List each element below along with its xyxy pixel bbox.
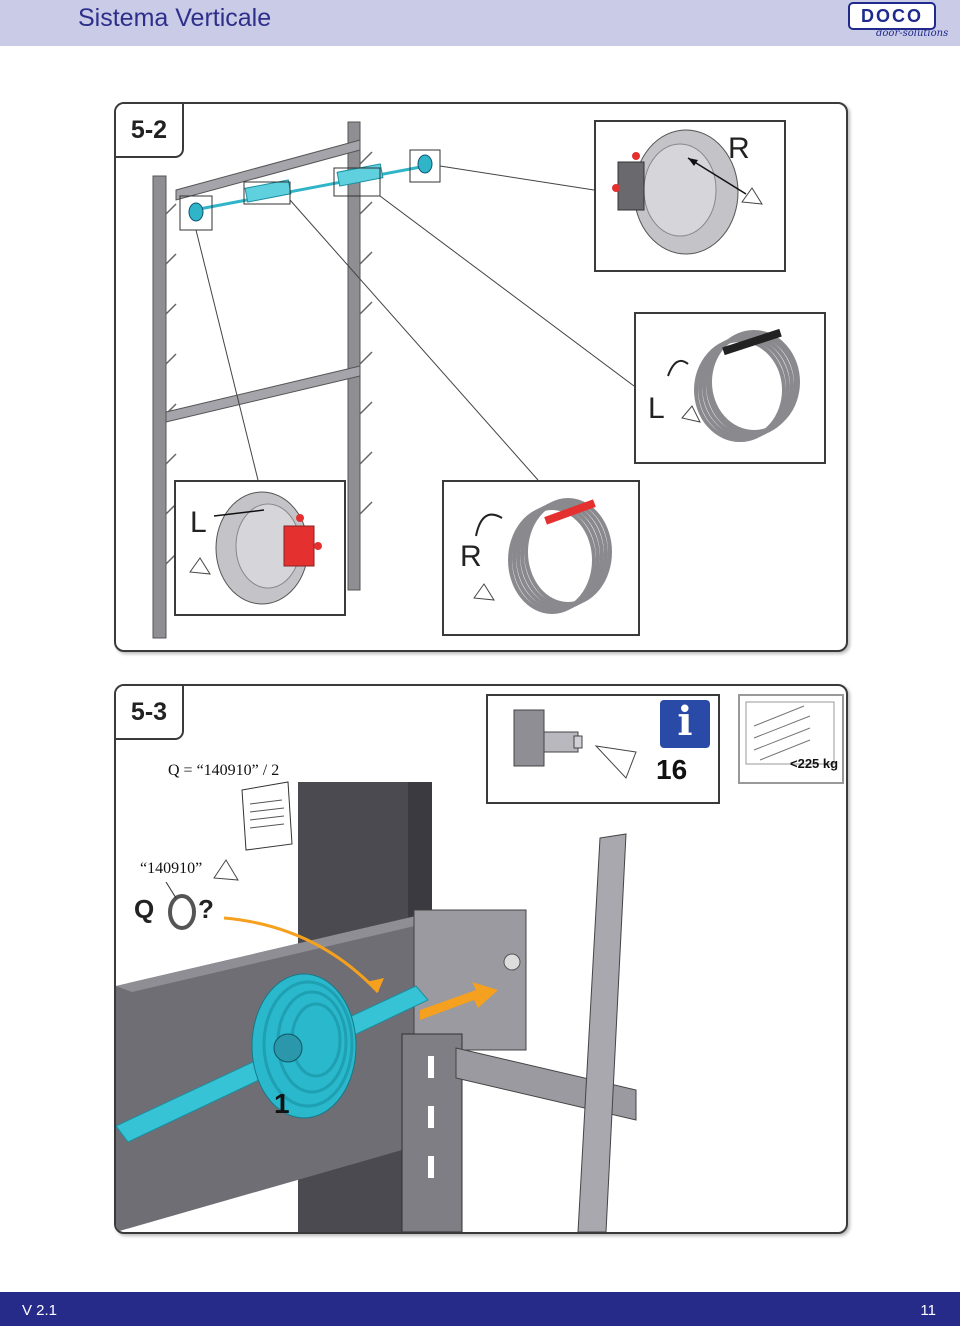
inset-drum-left: L: [174, 480, 346, 616]
doco-logo: DOCO door-solutions: [848, 2, 948, 42]
frame-illustration: [152, 121, 635, 639]
inset-spring-right: R: [442, 480, 640, 636]
rotation-letter: R: [460, 540, 482, 573]
formula-value: “140910” / 2: [196, 762, 280, 779]
weight-label: <225 kg: [790, 756, 839, 771]
formula: Q = “140910” / 2: [168, 762, 279, 780]
logo-subtitle: door-solutions: [876, 28, 949, 39]
inset-spring-left: L: [634, 312, 826, 464]
rotation-letter: R: [728, 132, 750, 165]
page-footer: V 2.1 11: [0, 1292, 960, 1326]
inset-drum-right: R: [594, 120, 786, 272]
info-icon: i: [677, 698, 693, 745]
q-label: Q: [134, 894, 155, 924]
page-number: 11: [920, 1302, 936, 1319]
page-title: Sistema Verticale: [78, 4, 272, 32]
step-number-5-3: 5-3: [116, 686, 184, 740]
step-panel-5-2: 5-2 R L: [114, 102, 848, 652]
version-label: V 2.1: [22, 1302, 58, 1319]
shaft-installation-illustration: [116, 781, 637, 1232]
step-panel-5-3: 5-3 Q = “140910” / 2 “140910” Q ? 1 i 16…: [114, 684, 848, 1234]
page-header: Sistema Verticale DOCO door-solutions: [0, 0, 960, 46]
formula-prefix: Q =: [168, 762, 193, 779]
logo-text: DOCO: [848, 2, 936, 30]
info-number: 16: [656, 754, 688, 785]
inset-tool-info: i 16: [486, 694, 720, 804]
question-mark: ?: [198, 894, 214, 924]
rotation-letter: L: [648, 392, 665, 425]
callout-number: 1: [274, 1088, 290, 1119]
inset-door-weight: <225 kg: [738, 694, 844, 784]
label-value: “140910”: [140, 860, 203, 877]
step-number-5-2: 5-2: [116, 104, 184, 158]
rotation-letter: L: [190, 506, 207, 539]
